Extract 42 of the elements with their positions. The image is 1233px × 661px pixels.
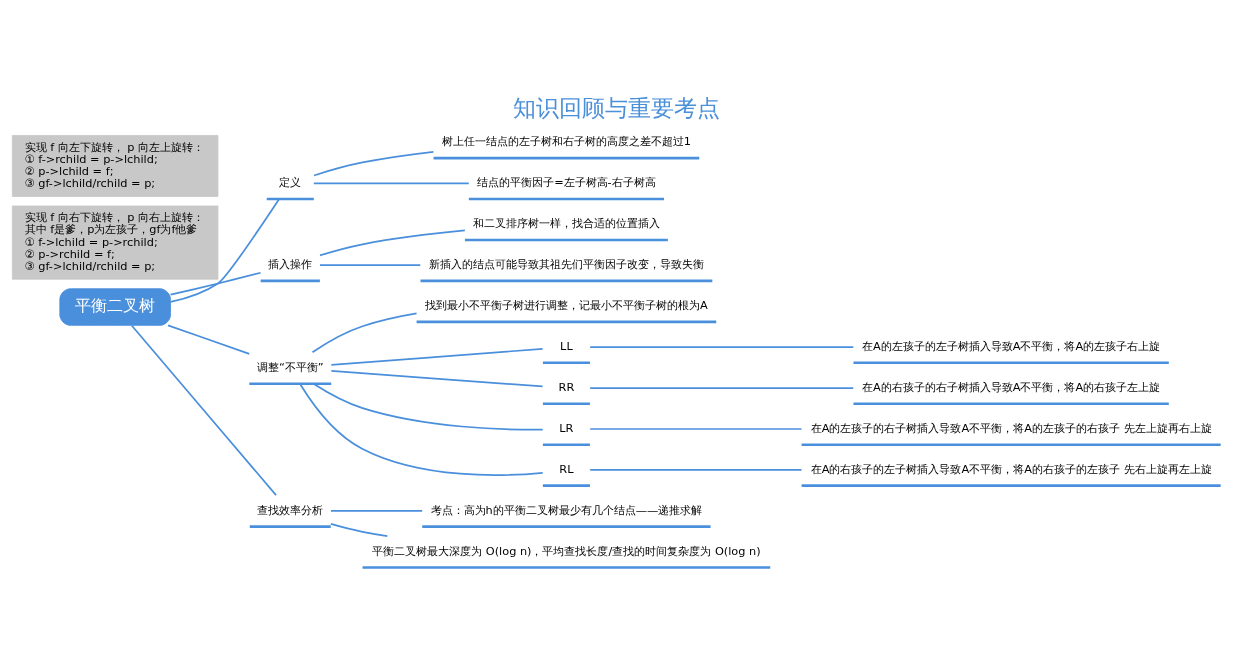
diagram-title: 知识回顾与重要考点 [513, 94, 720, 121]
node-text: RL [559, 461, 574, 476]
connector [312, 382, 544, 431]
node-text: 结点的平衡因子=左子树高-右子树高 [477, 174, 656, 189]
node-text: 树上任一结点的左子树和右子树的高度之差不超过1 [441, 133, 692, 148]
node-text: 在A的右孩子的左子树插入导致A不平衡，将A的右孩子的左孩子 先右上旋再左上旋 [810, 461, 1212, 476]
node-text: RR [558, 379, 575, 394]
node-text: 平衡二叉树最大深度为 O(log n)，平均查找长度/查找的时间复杂度为 O(log n) [372, 543, 761, 558]
connector [589, 386, 855, 389]
connector [319, 263, 422, 266]
connector [167, 323, 251, 355]
node-box: 实现 f 向右下旋转， p 向右上旋转： 其中 f是爹，p为左孩子，gf为f他爹 ① f->lchild = p->rchild; ② p->rchild = f; ③ gf->lchild/rchild = p; [11, 205, 219, 280]
connector [589, 345, 855, 348]
connector [169, 197, 280, 303]
connector [311, 312, 418, 353]
connector [312, 181, 470, 184]
connector [330, 369, 544, 387]
node-box: 实现 f 向左下旋转， p 向左上旋转： ① f->rchild = p->lchild; ② p->lchild = f; ③ gf->lchild/rchild = p; [11, 134, 219, 197]
connector [130, 324, 277, 496]
node-text: LL [560, 338, 573, 353]
node-text: 查找效率分析 [257, 502, 324, 517]
node-text: 定义 [279, 174, 302, 189]
connector [319, 229, 466, 256]
connector [330, 509, 424, 512]
node-text: 调整“不平衡” [256, 359, 324, 374]
connector [330, 347, 544, 366]
node-box: 平衡二叉树 [59, 287, 171, 326]
connector [313, 150, 435, 176]
connector [169, 271, 262, 296]
connector [330, 522, 389, 537]
node-text: 在A的右孩子的右子树插入导致A不平衡，将A的右孩子左上旋 [862, 379, 1161, 394]
connector [299, 382, 544, 476]
node-text: 在A的左孩子的右子树插入导致A不平衡，将A的左孩子的右孩子 先左上旋再右上旋 [810, 420, 1212, 435]
connector [589, 468, 803, 471]
node-text: 和二叉排序树一样，找合适的位置插入 [472, 215, 660, 230]
node-text: 考点：高为h的平衡二叉树最少有几个结点——递推求解 [430, 502, 703, 517]
node-text: 在A的左孩子的左子树插入导致A不平衡，将A的左孩子右上旋 [862, 338, 1161, 353]
connector [589, 427, 803, 430]
node-text: 插入操作 [268, 256, 313, 271]
node-text: 新插入的结点可能导致其祖先们平衡因子改变，导致失衡 [428, 256, 704, 271]
node-text: LR [559, 420, 574, 435]
node-text: 找到最小不平衡子树进行调整，记最小不平衡子树的根为A [425, 297, 708, 312]
